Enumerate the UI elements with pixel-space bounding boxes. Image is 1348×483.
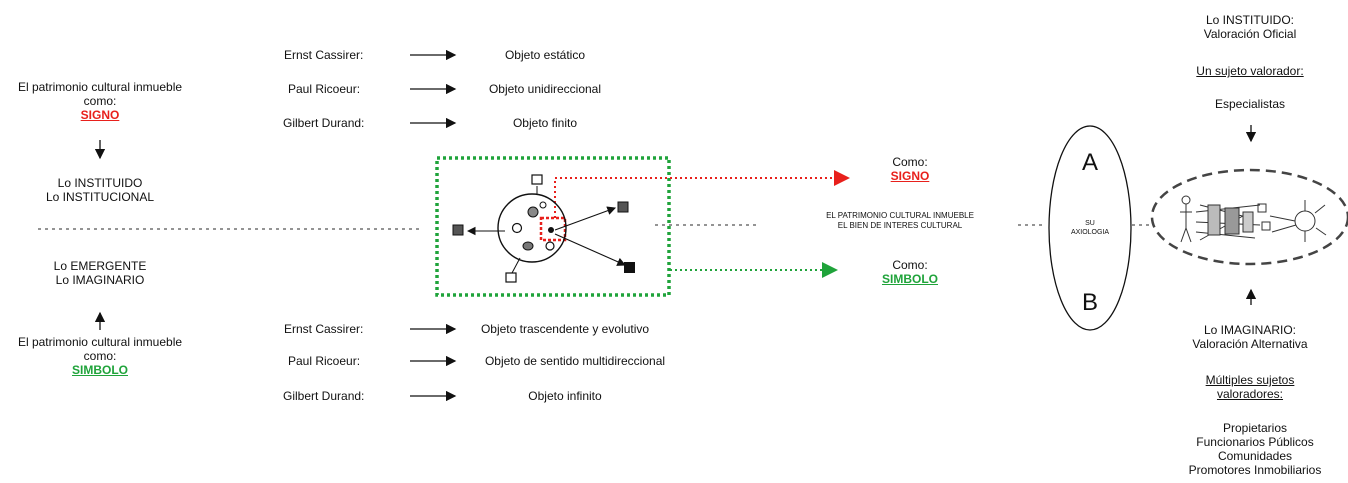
left-bottom-line-1: El patrimonio cultural inmueble (17, 335, 183, 349)
sujetos-list: Propietarios Funcionarios Públicos Comun… (1170, 421, 1340, 477)
left-emergente-line-2: Lo IMAGINARIO (55, 273, 145, 287)
especialistas: Especialistas (1214, 97, 1286, 111)
patrimonio-block: EL PATRIMONIO CULTURAL INMUEBLE EL BIEN … (775, 211, 1025, 231)
un-sujeto: Un sujeto valorador: (1196, 64, 1304, 78)
como-simbolo-block: Como: SIMBOLO (860, 258, 960, 286)
como-signo-block: Como: SIGNO (860, 155, 960, 183)
list-item: Propietarios (1222, 421, 1288, 435)
valuation-ellipse (1150, 168, 1348, 266)
green-dotted-box (435, 156, 671, 297)
red-dotted-arrow (554, 170, 850, 218)
multiples-line-2: valoradores: (1216, 387, 1284, 401)
axiologia-line-2: AXIOLOGIA (1070, 229, 1110, 236)
ellipse-a: A (1081, 149, 1098, 176)
left-bottom-label: El patrimonio cultural inmueble como: SI… (0, 335, 200, 377)
left-instituido-line-2: Lo INSTITUCIONAL (45, 190, 155, 204)
object-top-2: Objeto unidireccional (488, 82, 602, 96)
valuation-sketch (1180, 195, 1327, 243)
right-instituido-line-1: Lo INSTITUIDO: (1205, 13, 1294, 27)
sketch-center-dot (548, 227, 554, 233)
red-dotted-small-box (539, 216, 567, 242)
object-top-3: Objeto finito (512, 116, 578, 130)
sketch-circle (497, 193, 567, 263)
object-top-1: Objeto estático (504, 48, 586, 62)
left-emergente: Lo EMERGENTE Lo IMAGINARIO (0, 259, 200, 287)
axiology-ellipse (1048, 125, 1132, 331)
multiples: Múltiples sujetos valoradores: (1170, 373, 1330, 401)
left-instituido-line-1: Lo INSTITUIDO (57, 176, 143, 190)
author-bottom-1: Ernst Cassirer: (284, 322, 364, 336)
axiologia-line-1: SU (1085, 220, 1095, 227)
author-top-1: Ernst Cassirer: (284, 48, 364, 62)
author-bottom-2: Paul Ricoeur: (288, 354, 361, 368)
center-simbolo: SIMBOLO (882, 272, 938, 286)
axiologia-block: SU AXIOLOGIA (1050, 219, 1130, 237)
list-item: Promotores Inmobiliarios (1188, 463, 1322, 477)
left-top-label: El patrimonio cultural inmueble como: SI… (0, 80, 200, 122)
author-top-2: Paul Ricoeur: (288, 82, 361, 96)
left-simbolo: SIMBOLO (72, 363, 128, 377)
list-item: Comunidades (1217, 449, 1293, 463)
ellipse-b: B (1081, 289, 1098, 316)
left-emergente-line-1: Lo EMERGENTE (53, 259, 147, 273)
center-signo: SIGNO (890, 169, 930, 183)
author-bottom-3: Gilbert Durand: (283, 389, 365, 403)
left-signo: SIGNO (80, 108, 120, 122)
right-imaginario: Lo IMAGINARIO: Valoración Alternativa (1170, 323, 1330, 351)
right-instituido: Lo INSTITUIDO: Valoración Oficial (1170, 13, 1330, 41)
left-top-line-2: como: (83, 94, 117, 108)
list-item: Funcionarios Públicos (1196, 435, 1314, 449)
right-instituido-line-2: Valoración Oficial (1203, 27, 1297, 41)
left-top-line-1: El patrimonio cultural inmueble (17, 80, 183, 94)
patrimonio-line-2: EL BIEN DE INTERES CULTURAL (837, 221, 963, 230)
author-top-3: Gilbert Durand: (283, 116, 365, 130)
object-bottom-3: Objeto infinito (528, 389, 602, 403)
como-signo-label: Como: (892, 155, 928, 169)
right-imaginario-line-1: Lo IMAGINARIO: (1203, 323, 1297, 337)
patrimonio-line-1: EL PATRIMONIO CULTURAL INMUEBLE (826, 211, 974, 220)
left-bottom-line-2: como: (83, 349, 117, 363)
multiples-line-1: Múltiples sujetos (1205, 373, 1295, 387)
object-bottom-2: Objeto de sentido multidireccional (484, 354, 666, 368)
right-imaginario-line-2: Valoración Alternativa (1192, 337, 1308, 351)
left-instituido: Lo INSTITUIDO Lo INSTITUCIONAL (0, 176, 200, 204)
como-simbolo-label: Como: (892, 258, 928, 272)
object-bottom-1: Objeto trascendente y evolutivo (480, 322, 650, 336)
